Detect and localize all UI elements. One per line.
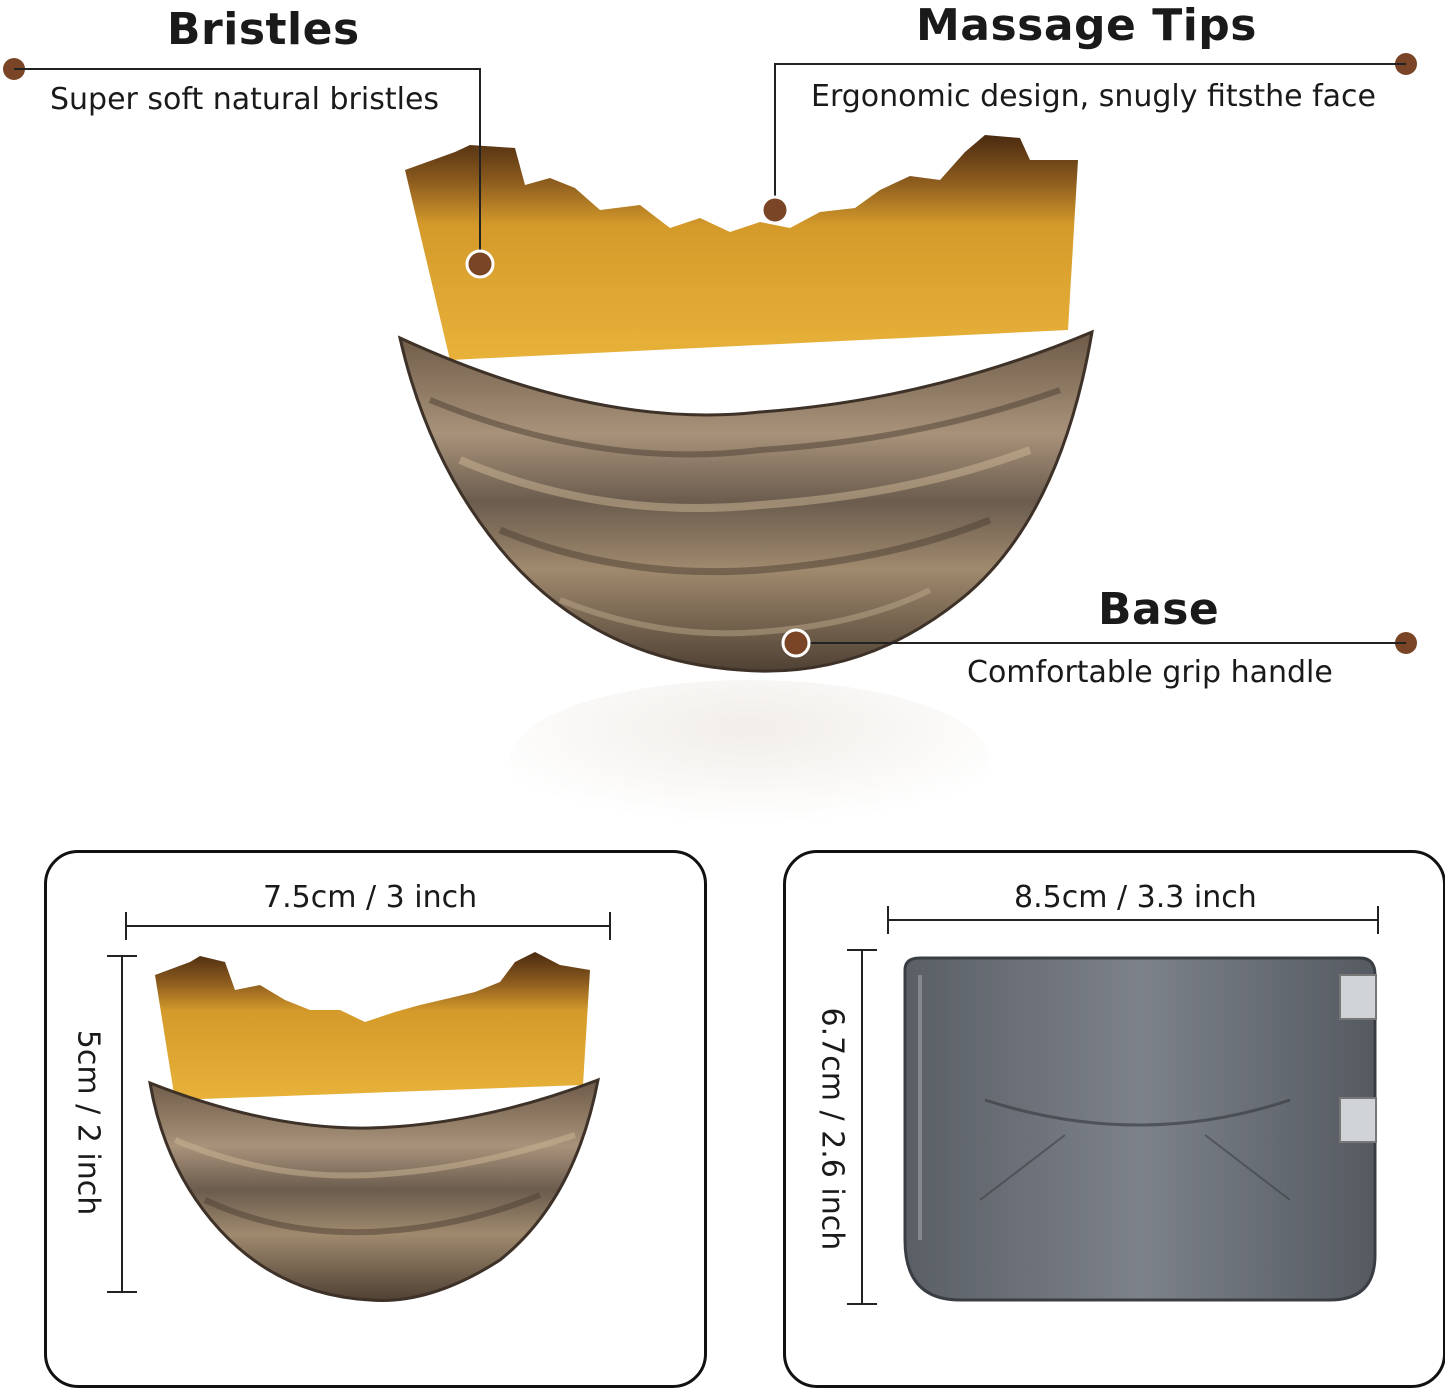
storage-case-image [903, 956, 1377, 1302]
case-size-panel [783, 850, 1445, 1388]
case-width-label: 8.5cm / 3.3 inch [1014, 880, 1257, 915]
massage-tips-title: Massage Tips [916, 0, 1257, 51]
massage-tips-desc: Ergonomic design, snugly fitsthe face [811, 79, 1376, 114]
base-desc: Comfortable grip handle [967, 655, 1333, 690]
bristles-title: Bristles [167, 4, 360, 55]
brush-width-label: 7.5cm / 3 inch [263, 880, 478, 915]
case-height-label: 6.7cm / 2.6 inch [814, 1007, 850, 1251]
callout-lines [3, 53, 1417, 658]
brush-size-panel [44, 850, 707, 1388]
brush-dimension-lines [107, 912, 611, 1293]
bristles-desc: Super soft natural bristles [50, 82, 440, 117]
brush-height-label: 5cm / 2 inch [70, 1029, 106, 1216]
base-title: Base [1098, 584, 1220, 635]
main-brush-image [397, 135, 1094, 840]
small-brush-image [148, 952, 600, 1302]
case-dimension-lines [847, 906, 1379, 1305]
